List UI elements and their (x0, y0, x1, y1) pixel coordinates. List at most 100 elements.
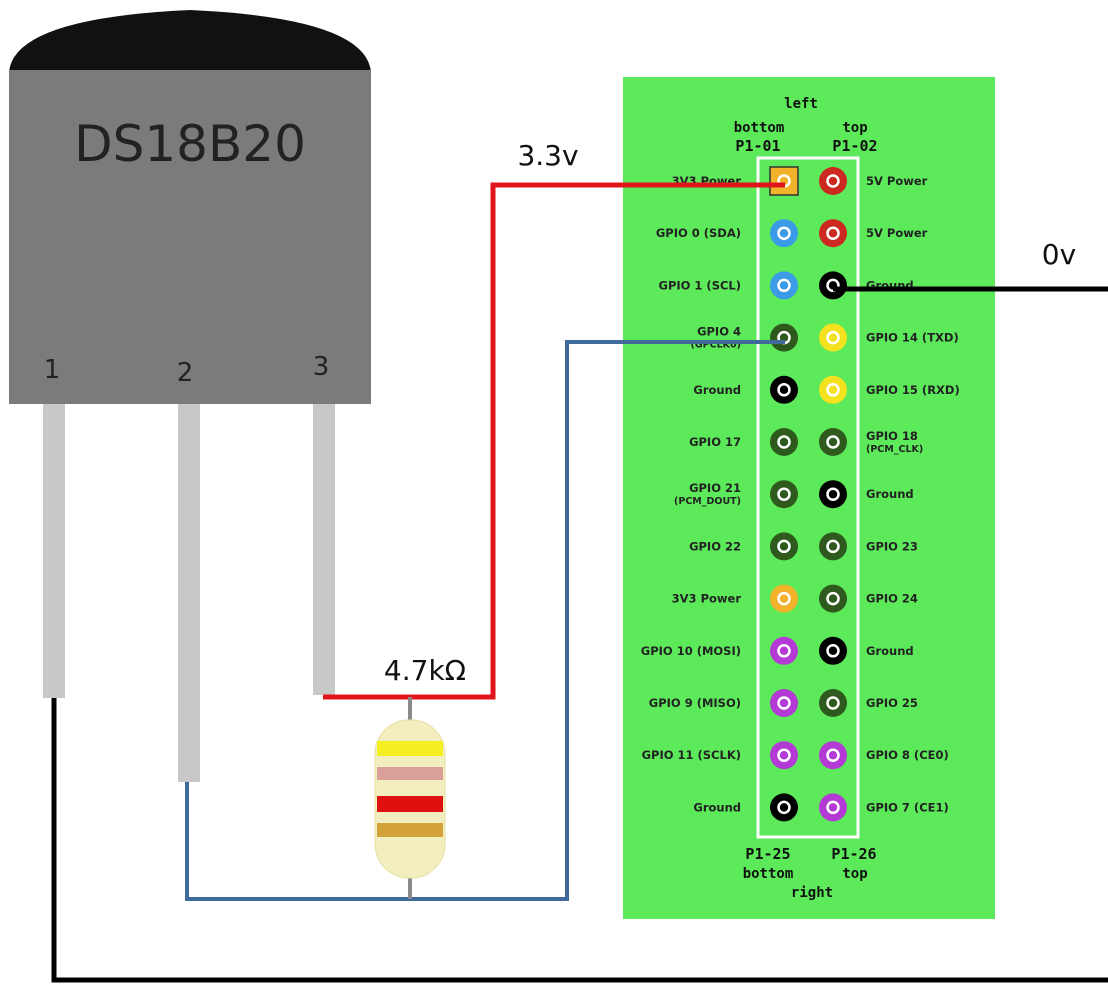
lead-3 (313, 404, 335, 695)
pin-label-right-11: GPIO 25 (866, 696, 918, 710)
pin-hole-left-11 (777, 696, 791, 710)
pin-header-outline (756, 156, 860, 839)
pin-left-12 (770, 741, 798, 770)
pin-label-left-5: Ground (693, 383, 741, 397)
pin-hole-left-2 (777, 226, 791, 240)
pin-label-p1-26: P1-26 (831, 845, 876, 863)
header-col-right-bottom: top (842, 866, 867, 882)
pin-label-p1-02: P1-02 (832, 137, 877, 155)
pin-hole-left-9 (777, 591, 791, 606)
pin-left-11 (770, 689, 798, 717)
pin-hole-left-13 (777, 800, 791, 815)
pin-hole-right-13 (826, 800, 840, 815)
header-labels-bottom: P1-25 P1-26 bottom top right (743, 845, 877, 901)
pin-label-right-5: GPIO 15 (RXD) (866, 383, 960, 397)
pin-label-left-12: GPIO 11 (SCLK) (642, 748, 741, 762)
header-right-label: right (791, 885, 833, 901)
pin-label-p1-01: P1-01 (735, 137, 780, 155)
pin-right-10 (819, 636, 847, 665)
pin-label-left-4-line1: GPIO 4 (697, 325, 741, 339)
lead-2 (178, 404, 200, 782)
pin-label-left-11: GPIO 9 (MISO) (649, 696, 741, 710)
pin-label-left-7-line1: GPIO 21 (689, 481, 741, 495)
pin-hole-right-10 (826, 644, 840, 658)
pin-right-8 (819, 532, 847, 561)
resistor-band-yellow (377, 741, 443, 756)
resistor-value-label: 4.7kΩ (384, 654, 466, 687)
resistor-4-7k (374, 697, 446, 899)
pin-hole-left-5 (777, 383, 791, 397)
pin-hole-left-6 (777, 435, 791, 449)
pin-right-12 (819, 741, 847, 770)
pin-label-right-4: GPIO 14 (TXD) (866, 331, 959, 345)
wires (51, 182, 1108, 983)
pin-label-right-9: GPIO 24 (866, 592, 918, 606)
pin-label-right-6-line2: (PCM_CLK) (866, 444, 923, 455)
pin-hole-right-8 (826, 539, 840, 554)
pin-label-left-6: GPIO 17 (689, 435, 741, 449)
pin-right-2 (819, 219, 847, 248)
pin-label-right-6-line1: GPIO 18 (866, 429, 918, 443)
pin-label-right-8: GPIO 23 (866, 539, 918, 553)
pin-label-right-2: 5V Power (866, 226, 928, 240)
pin-hole-right-5 (826, 383, 840, 397)
header-labels-top: left bottom top P1-01 P1-02 (734, 96, 878, 155)
pin-right-6 (819, 428, 847, 456)
pin-left-1 (769, 166, 799, 196)
resistor-band-gold (377, 823, 443, 837)
pin-number-3: 3 (313, 352, 330, 382)
pin-label-right-10: Ground (866, 644, 914, 658)
pin-left-9 (770, 584, 798, 613)
pin-left-4 (770, 323, 798, 352)
pin-hole-right-11 (826, 696, 840, 710)
header-left-label: left (784, 96, 818, 112)
pin-hole-left-7 (777, 487, 791, 501)
pin-label-right-7: Ground (866, 487, 914, 501)
pin-hole-left-8 (777, 539, 791, 554)
pin-right-9 (819, 584, 847, 613)
data-wire (185, 340, 785, 901)
pin-right-13 (819, 793, 847, 822)
pin-label-left-7-line2: (PCM_DOUT) (674, 496, 741, 507)
pin-label-p1-25: P1-25 (745, 845, 790, 863)
header-col-left-top: bottom (734, 120, 785, 136)
pin-hole-right-4 (826, 330, 840, 345)
pin-right-5 (819, 375, 847, 404)
pin-label-left-3: GPIO 1 (SCL) (659, 278, 742, 292)
pin-right-3 (819, 271, 847, 300)
pin-hole-left-10 (777, 644, 791, 658)
pin-right-1 (819, 167, 847, 195)
pin-left-8 (770, 532, 798, 561)
pin-right-4 (819, 323, 847, 352)
pin-number-2: 2 (177, 358, 194, 388)
pin-label-right-1: 5V Power (866, 174, 928, 188)
pin-left-10 (770, 636, 798, 665)
sensor-ds18b20: DS18B20 1 2 3 (9, 10, 371, 782)
pin-label-left-13: Ground (693, 800, 741, 814)
pin-hole-left-12 (777, 748, 791, 762)
sensor-body (9, 70, 371, 404)
pin-hole-right-9 (826, 591, 840, 606)
pin-label-left-10: GPIO 10 (MOSI) (641, 644, 741, 658)
pin-hole-right-7 (826, 487, 840, 501)
pin-label-right-13: GPIO 7 (CE1) (866, 800, 949, 814)
pin-label-left-9: 3V3 Power (672, 592, 742, 606)
pin-left-5 (770, 375, 798, 404)
resistor-band-pink (377, 767, 443, 780)
header-col-left-bottom: bottom (743, 866, 794, 882)
pin-right-11 (819, 689, 847, 717)
pin-hole-right-2 (826, 226, 840, 240)
pin-left-13 (770, 793, 798, 822)
pin-hole-left-3 (777, 278, 791, 293)
ground-wire (51, 698, 1108, 983)
pin-hole-right-1 (826, 174, 840, 188)
supply-voltage-label: 3.3v (517, 139, 578, 172)
pin-hole-right-12 (826, 748, 840, 762)
header-col-right-top: top (842, 120, 867, 136)
pin-hole-right-6 (826, 435, 840, 449)
pin-left-3 (770, 271, 798, 300)
pin-label-right-12: GPIO 8 (CE0) (866, 748, 949, 762)
pin-label-left-2: GPIO 0 (SDA) (656, 226, 741, 240)
gpio-board (623, 77, 995, 919)
